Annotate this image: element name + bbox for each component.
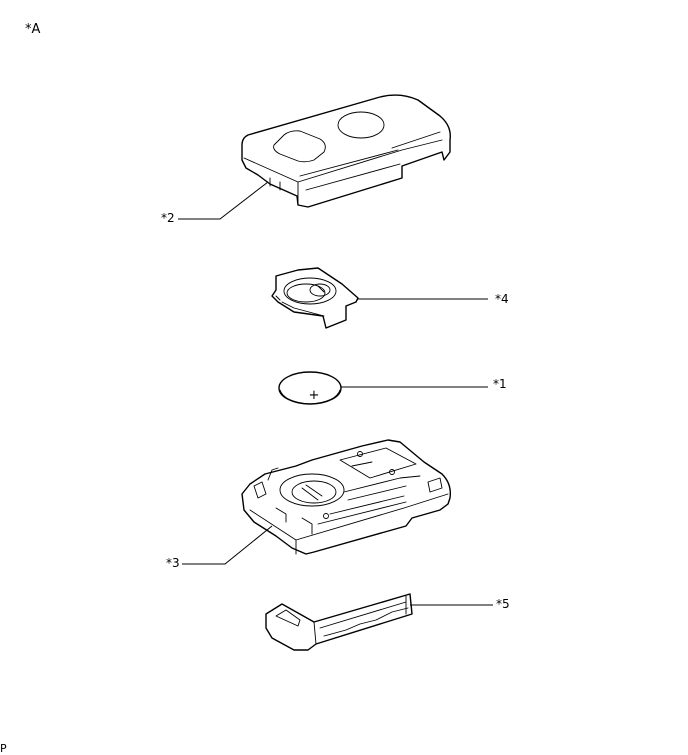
callout-1: *1	[493, 377, 507, 391]
upper-housing-cover	[241, 94, 451, 208]
leader-line-3	[182, 525, 273, 565]
callout-4: *4	[495, 292, 509, 306]
lower-case-board	[241, 439, 452, 555]
battery-plus-mark: +	[309, 388, 320, 403]
page-mark: P	[0, 742, 7, 755]
callout-2: *2	[161, 211, 175, 225]
callout-5: *5	[496, 597, 510, 611]
coin-battery	[278, 371, 342, 405]
leader-line-2	[178, 181, 269, 220]
callout-3: *3	[166, 556, 180, 570]
mechanical-key	[265, 593, 413, 651]
battery-holder	[271, 267, 359, 329]
view-label: *A	[25, 22, 41, 37]
